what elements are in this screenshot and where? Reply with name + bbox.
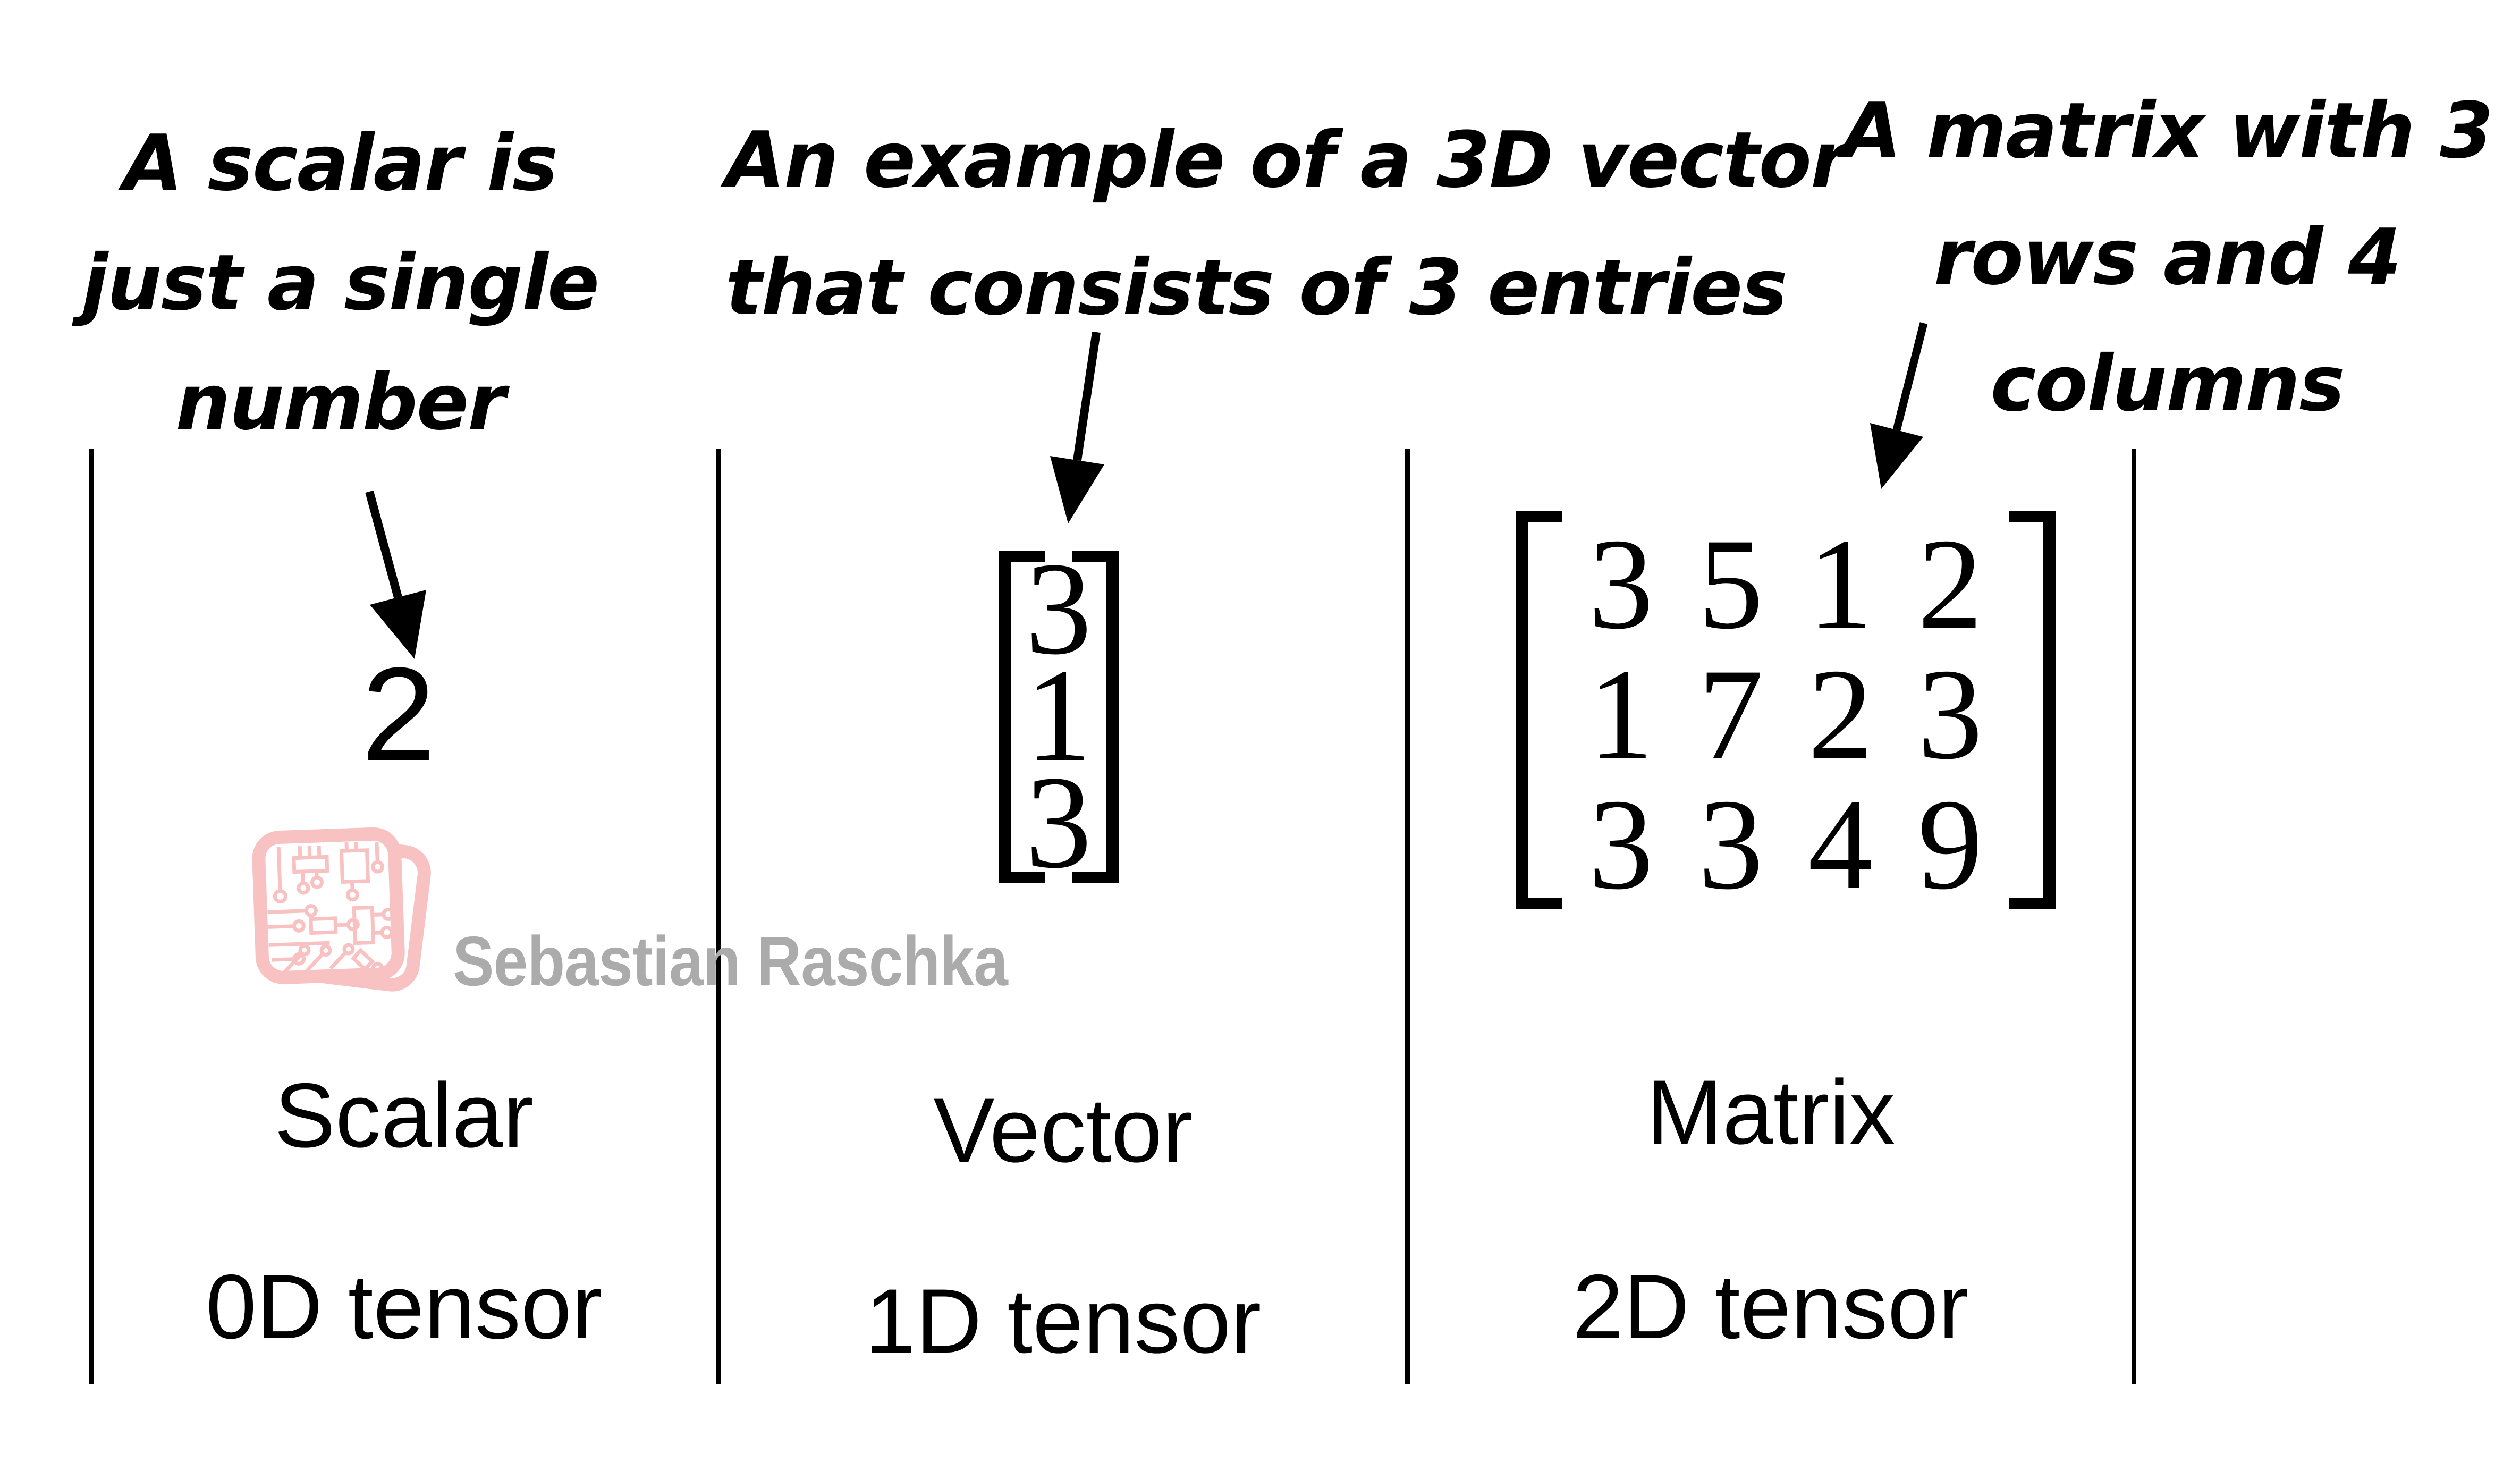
divider-scalar-vector (716, 449, 721, 1384)
arrow-shaft (1073, 331, 1101, 461)
vector-label: Vector (933, 1079, 1193, 1181)
logo-front-card (252, 827, 405, 984)
divider-vector-matrix (1405, 449, 1410, 1384)
arrow-head (370, 590, 426, 659)
annotation-line: just a single (81, 238, 599, 328)
vector-arrow (1050, 331, 1104, 523)
matrix-cell: 1 (1808, 512, 1873, 656)
scalar-tensor-label: 0D tensor (206, 1256, 602, 1358)
vector-tensor-label: 1D tensor (865, 1270, 1262, 1372)
annotation-line: columns (1990, 339, 2345, 429)
scalar-label: Scalar (274, 1064, 534, 1167)
matrix-arrow (1870, 322, 1928, 489)
matrix-cell: 1 (1588, 642, 1654, 786)
annotation-line: A matrix with 3 (1842, 86, 2493, 176)
matrix-cell: 3 (1698, 772, 1764, 916)
left-bracket (1516, 511, 1562, 909)
arrow-head (1870, 423, 1923, 489)
matrix-cell: 3 (1588, 772, 1654, 916)
logo-circuit-traces (267, 842, 395, 981)
divider-left (89, 449, 94, 1384)
arrow-shaft (1892, 322, 1928, 431)
matrix-bracket-group: 3 5 1 2 1 7 2 3 3 3 4 9 (1516, 511, 2056, 909)
matrix-cell: 3 (1588, 512, 1654, 656)
left-bracket (999, 551, 1045, 883)
vector-entry: 1 (1025, 642, 1092, 789)
matrix-annotation: A matrix with 3 rows and 4 columns (1838, 68, 2497, 447)
vector-entry: 3 (1025, 535, 1092, 682)
scalar-value: 2 (361, 640, 436, 788)
matrix-entries: 3 5 1 2 1 7 2 3 3 3 4 9 (1566, 512, 2005, 909)
matrix-cell: 9 (1917, 772, 1983, 916)
vector-entry: 3 (1025, 749, 1092, 896)
vector-entries: 3 1 3 (999, 535, 1119, 896)
matrix-cell: 5 (1698, 512, 1764, 656)
arrow-shaft (365, 490, 402, 599)
right-bracket (2009, 511, 2056, 909)
circuit-logo-icon (252, 827, 431, 992)
annotation-line: A scalar is (123, 119, 558, 208)
annotation-line: that consists of 3 entries (725, 243, 1788, 333)
annotation-line: number (175, 358, 505, 447)
right-bracket (1072, 551, 1119, 883)
vector-bracket-group: 3 1 3 (999, 535, 1119, 896)
matrix-label: Matrix (1646, 1061, 1896, 1163)
divider-right (2132, 449, 2136, 1384)
arrow-head (1050, 456, 1104, 523)
matrix-tensor-label: 2D tensor (1572, 1256, 1969, 1358)
matrix-cell: 7 (1698, 642, 1764, 786)
matrix-cell: 3 (1917, 642, 1983, 786)
matrix-cell: 2 (1917, 512, 1983, 656)
vector-annotation: An example of a 3D vector that consists … (725, 97, 1849, 352)
watermark-text: Sebastian Raschka (453, 922, 1008, 1000)
scalar-annotation: A scalar is just a single number (32, 104, 648, 462)
scalar-arrow (365, 490, 426, 659)
matrix-cell: 2 (1808, 642, 1873, 786)
matrix-cell: 4 (1808, 772, 1873, 916)
annotation-line: rows and 4 (1933, 213, 2401, 302)
annotation-line: An example of a 3D vector (725, 115, 1849, 205)
